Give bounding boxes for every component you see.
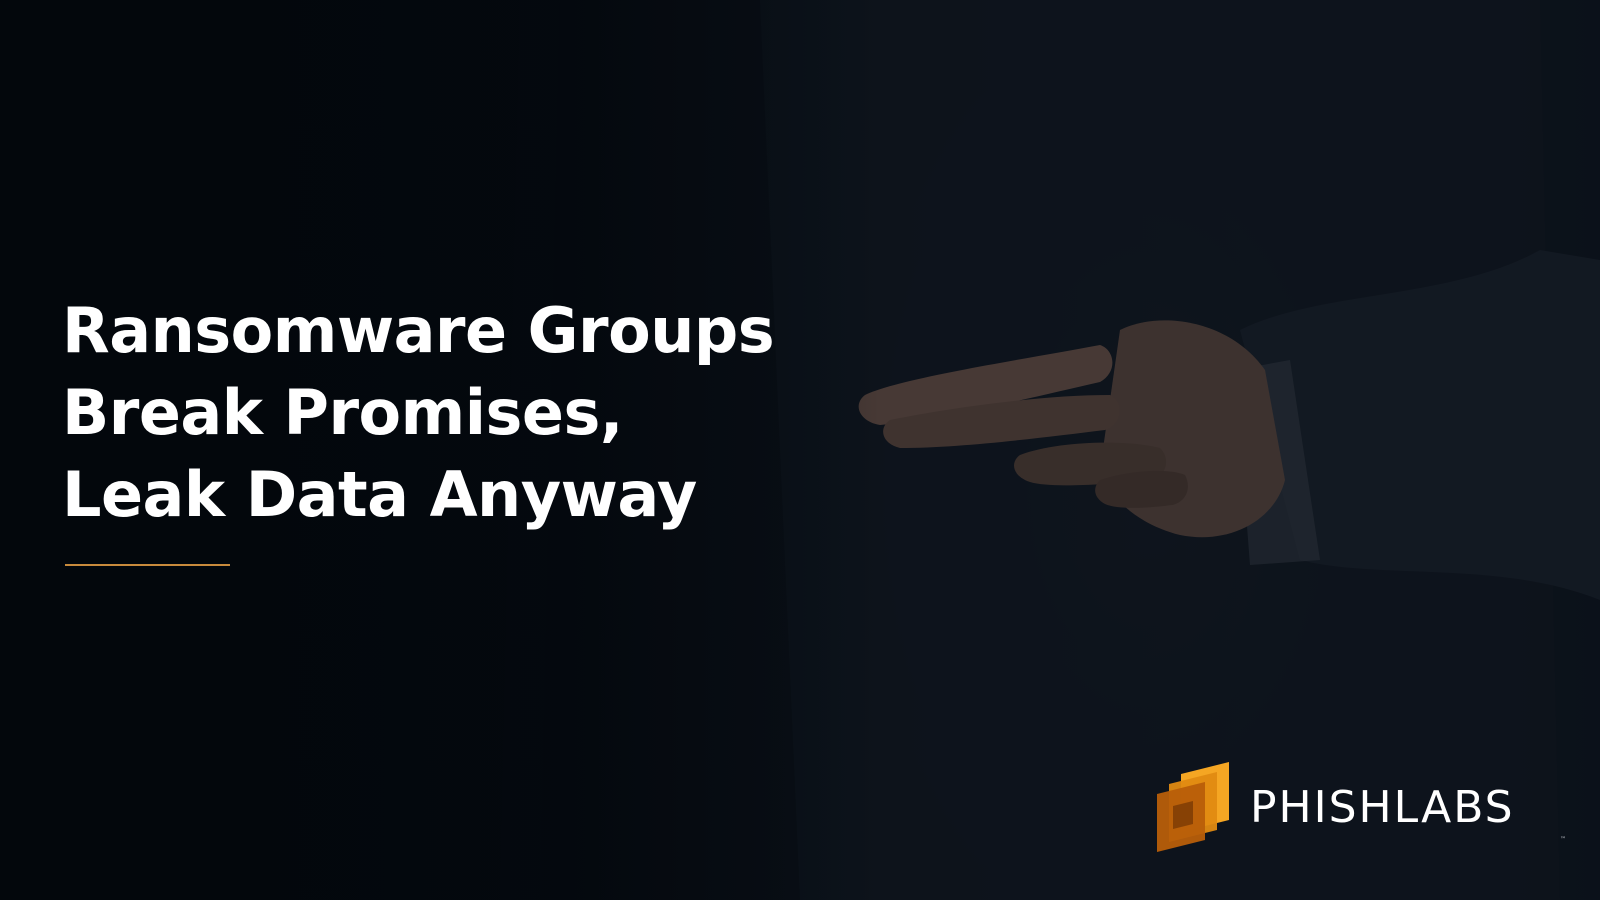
trademark-mark: ™ [1560, 836, 1566, 843]
brand-name: PHISHLABS [1250, 782, 1515, 833]
slide-title-line-1: Ransomware Groups [62, 294, 775, 367]
layered-squares-logo-icon [1157, 762, 1229, 852]
slide-title: Ransomware Groups Break Promises, Leak D… [62, 290, 862, 536]
slide-title-line-3: Leak Data Anyway [62, 458, 697, 531]
brand-logo: PHISHLABS ™ [1155, 762, 1566, 852]
accent-divider [65, 564, 230, 566]
slide-title-line-2: Break Promises, [62, 376, 623, 449]
